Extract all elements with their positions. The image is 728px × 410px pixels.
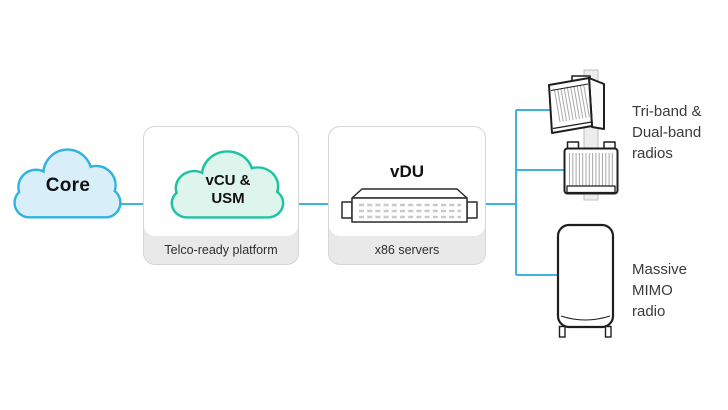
vcu-cloud-label: vCU & USM bbox=[205, 172, 251, 207]
server-icon bbox=[341, 188, 478, 223]
vdu-title: vDU bbox=[389, 162, 424, 181]
triband-dualband-radios-label: Tri-band & Dual-band radios bbox=[632, 103, 702, 162]
x86-servers-label: x86 servers bbox=[374, 243, 440, 257]
telco-platform-label: Telco-ready platform bbox=[164, 243, 278, 257]
massive-mimo-radio-label: Massive MIMO radio bbox=[632, 261, 688, 320]
connector-lines bbox=[110, 109, 566, 276]
massive-mimo-radio-icon bbox=[556, 223, 615, 338]
core-cloud-label: Core bbox=[45, 175, 91, 196]
triband-radio-icon bbox=[548, 75, 605, 134]
dualband-radio-icon bbox=[563, 141, 619, 195]
